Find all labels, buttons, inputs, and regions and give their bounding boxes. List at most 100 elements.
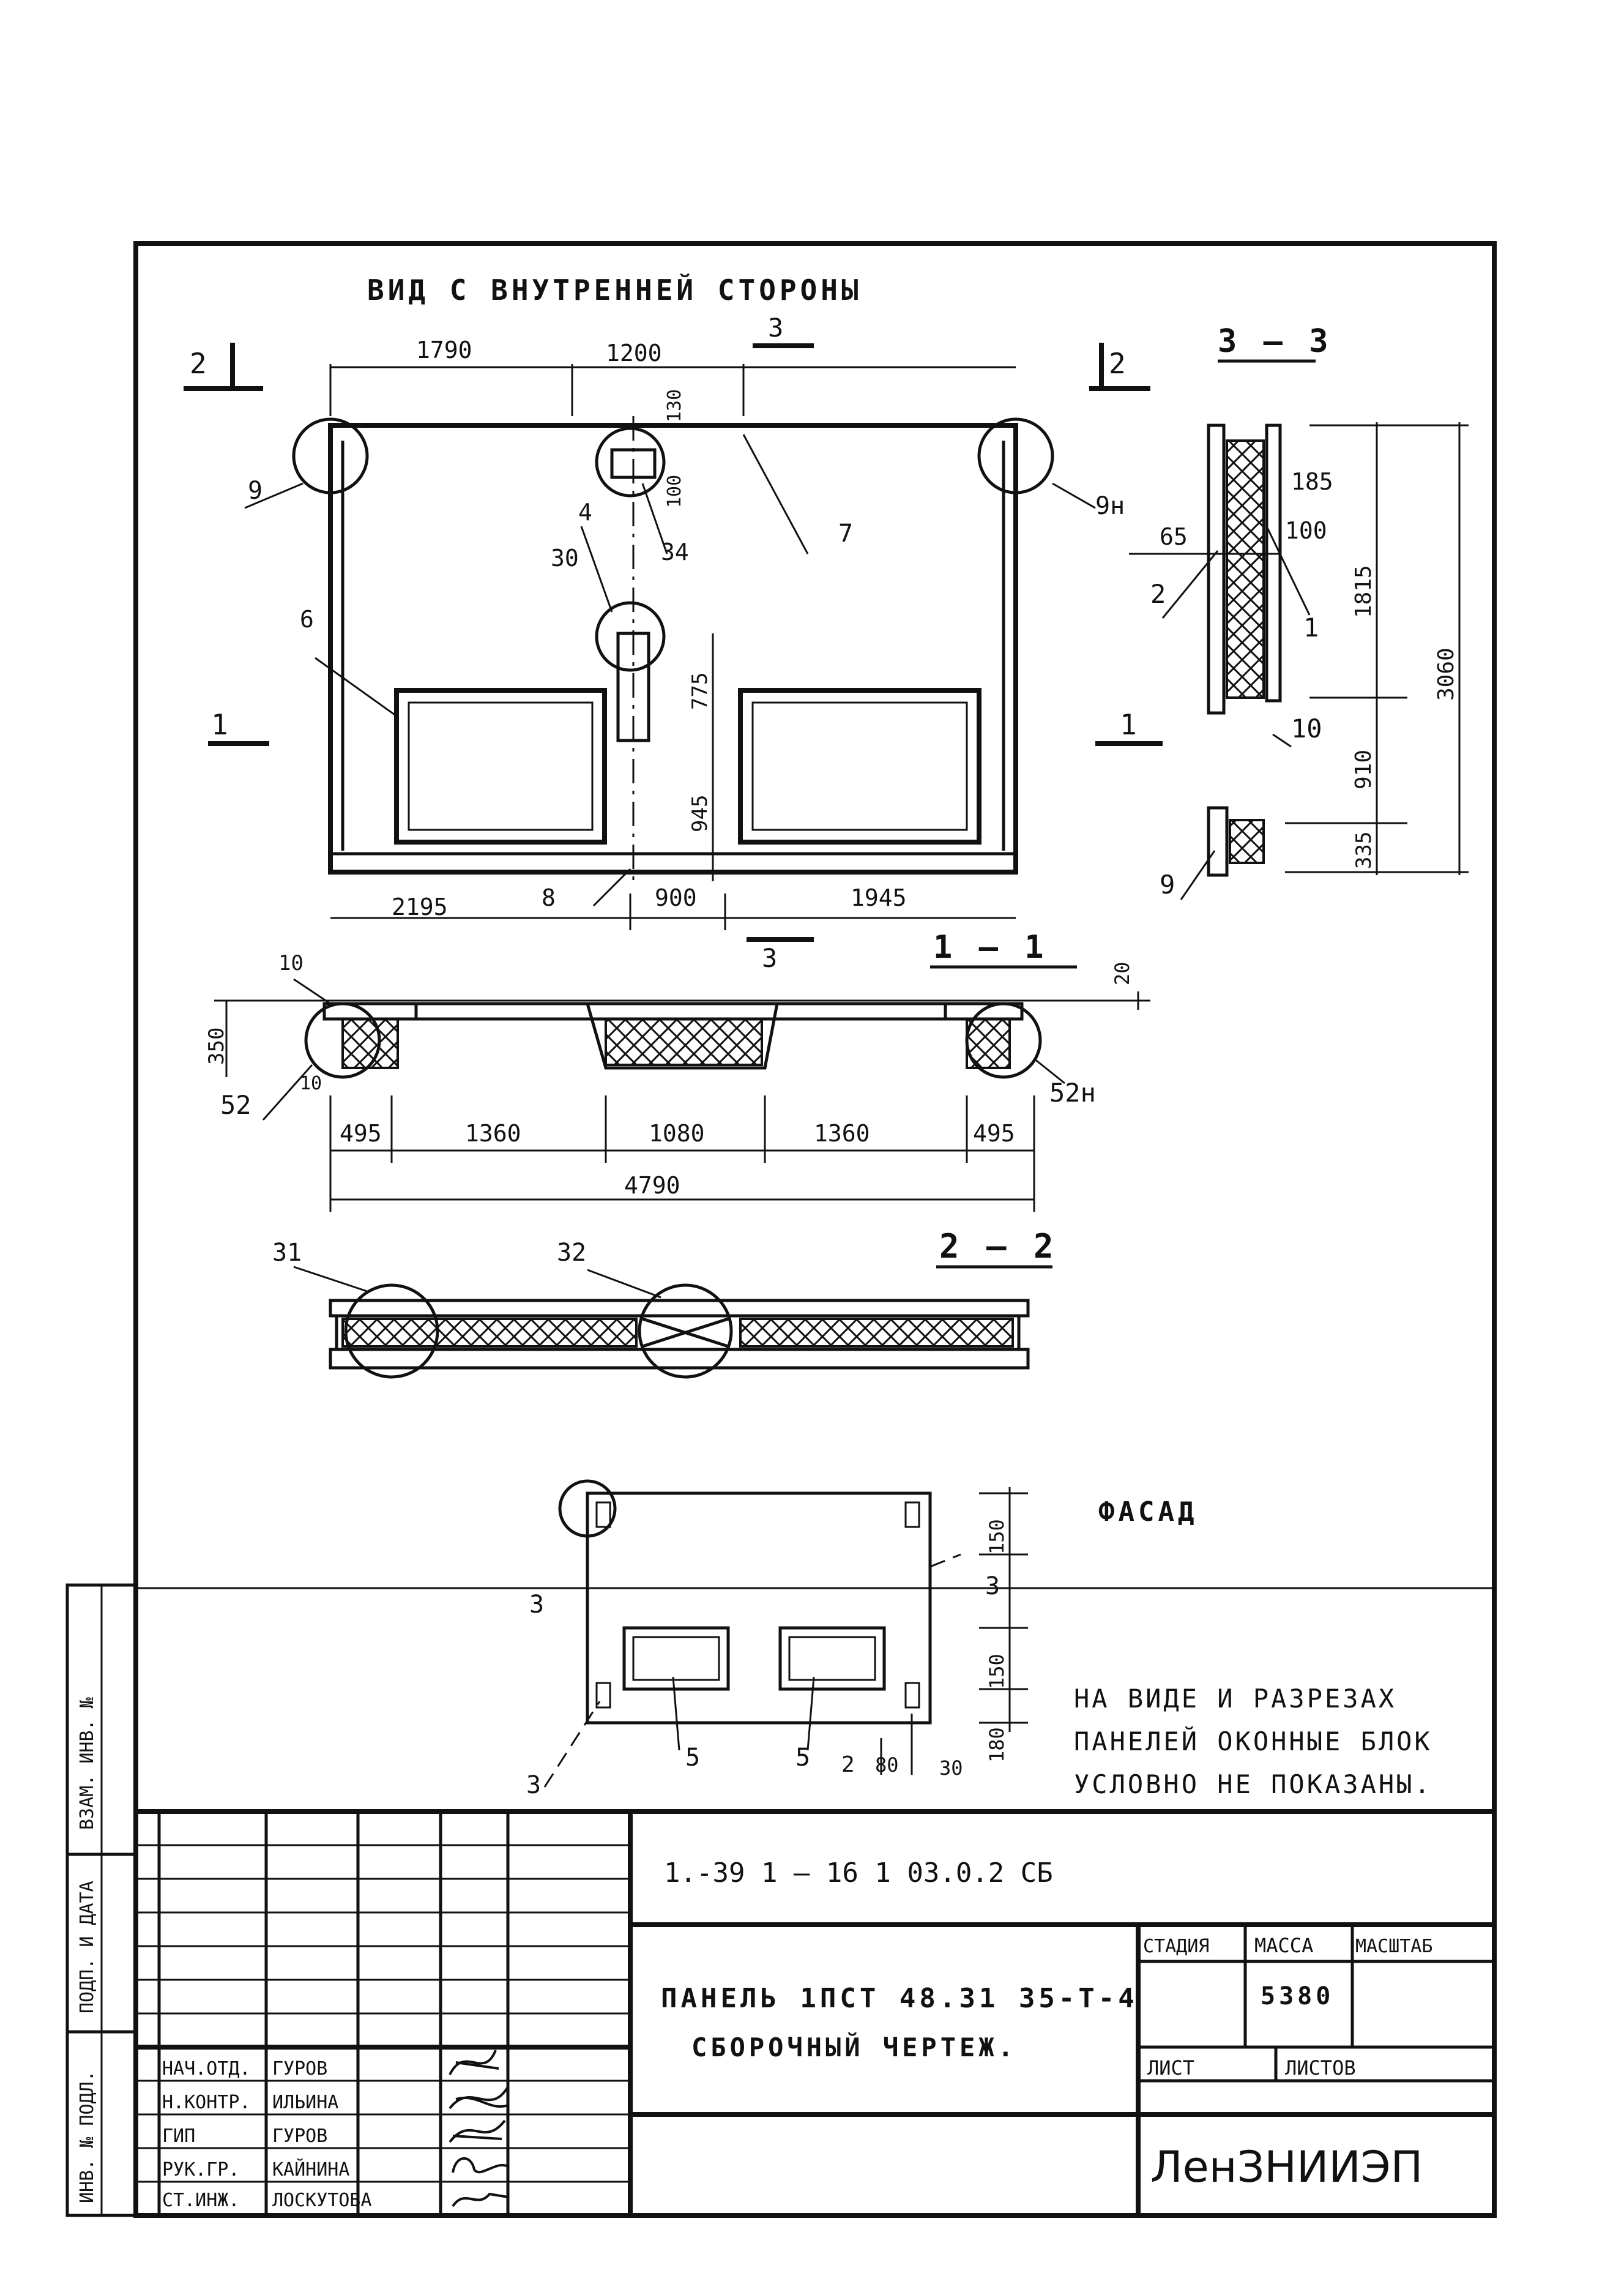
dim-4790: 4790: [624, 1172, 680, 1199]
callout-1-s33: 1: [1303, 613, 1319, 643]
callout-5-right: 5: [795, 1744, 810, 1772]
dim-80: 80: [875, 1753, 899, 1777]
staff-role-5: СТ.ИНЖ.: [162, 2190, 239, 2211]
section-2-2-title: 2 — 2: [939, 1227, 1057, 1266]
section-1-1: 1 — 1 350 20 10 10 495 1360 1080 1360: [204, 929, 1150, 1212]
callout-2-facade: 2: [841, 1752, 855, 1777]
inner-view-title: ВИД С ВНУТРЕННЕЙ СТОРОНЫ: [367, 274, 862, 307]
section-mark-2-left: 2: [190, 347, 207, 380]
window-left: [394, 688, 607, 845]
col-stage: СТАДИЯ: [1143, 1936, 1209, 1957]
dim-30: 30: [939, 1756, 963, 1780]
note-line2: ПАНЕЛЕЙ ОКОННЫЕ БЛОК: [1074, 1726, 1432, 1756]
callout-52n: 52н: [1049, 1078, 1096, 1108]
staff-name-4: КАЙНИНА: [272, 2158, 349, 2181]
callout-8: 8: [542, 884, 556, 911]
staff-role-4: РУК.ГР.: [162, 2159, 239, 2181]
organization: ЛенЗНИИЭП: [1150, 2142, 1423, 2192]
staff-role-2: Н.КОНТР.: [162, 2092, 251, 2113]
stamp-podp-data: ПОДП. И ДАТА: [76, 1881, 98, 2013]
section-2-2-insulation-right: [739, 1318, 1014, 1348]
facade-title: ФАСАД: [1098, 1496, 1198, 1528]
callout-9-s33: 9: [1160, 870, 1175, 900]
dim-185: 185: [1291, 468, 1333, 495]
signature-2: [449, 2086, 509, 2110]
dim-1360-right: 1360: [814, 1120, 870, 1147]
callout-7: 7: [838, 520, 853, 548]
dim-1815: 1815: [1351, 565, 1376, 618]
staff-name-3: ГУРОВ: [272, 2125, 327, 2147]
doc-code: 1.-39 1 — 16 1 03.0.2 СБ: [664, 1857, 1053, 1889]
dim-3060: 3060: [1434, 647, 1459, 701]
sheet-label: ЛИСТ: [1147, 2056, 1194, 2080]
section-1-1-title: 1 — 1: [933, 929, 1048, 966]
dim-1360-left: 1360: [465, 1120, 521, 1147]
signature-4: [452, 2157, 508, 2174]
dim-495-left: 495: [340, 1120, 382, 1147]
signature-1: [449, 2050, 499, 2075]
callout-9: 9: [248, 477, 263, 505]
dim-65: 65: [1160, 523, 1188, 550]
callout-4: 4: [578, 499, 592, 526]
section-mark-2-right: 2: [1109, 347, 1126, 380]
facade-window-left: [622, 1626, 730, 1691]
signature-3: [449, 2119, 506, 2143]
sheets-label: ЛИСТОВ: [1285, 2056, 1356, 2080]
callout-31: 31: [272, 1239, 302, 1267]
title-block: 1.-39 1 — 16 1 03.0.2 СБ ПАНЕЛЬ 1ПСТ 48.…: [133, 1809, 1497, 2218]
dim-100-s33: 100: [1285, 517, 1327, 544]
section-3-3-title: 3 — 3: [1218, 323, 1332, 360]
dim-1790: 1790: [416, 337, 472, 364]
callout-10-s33: 10: [1291, 714, 1322, 744]
dim-150-top: 150: [985, 1519, 1008, 1554]
section-2-2: 2 — 2 31 32: [272, 1227, 1057, 1379]
dim-1200: 1200: [606, 340, 662, 367]
section-1-1-left-joint: [341, 1018, 399, 1069]
facade-window-right: [778, 1626, 886, 1691]
staff-role-1: НАЧ.ОТД.: [162, 2058, 251, 2080]
section-mark-3-top: 3: [768, 313, 783, 343]
dim-130: 130: [664, 389, 685, 422]
callout-32: 32: [557, 1239, 586, 1267]
facade-outline: [586, 1491, 932, 1725]
note-line3: УСЛОВНО НЕ ПОКАЗАНЫ.: [1074, 1769, 1432, 1799]
staff-role-3: ГИП: [162, 2125, 195, 2147]
callout-9n: 9н: [1095, 492, 1125, 520]
staff-name-1: ГУРОВ: [272, 2058, 327, 2080]
callout-3-facade-bottom: 3: [526, 1771, 541, 1799]
dim-2195: 2195: [392, 894, 448, 920]
callout-3-facade-left: 3: [529, 1591, 544, 1619]
dim-335: 335: [1352, 832, 1376, 869]
facade-view: ФАСАД 150 150 180 30 80 3 3 3 5 5 2: [526, 1479, 1198, 1799]
dim-1945: 1945: [851, 884, 907, 911]
callout-3-facade-right: 3: [985, 1572, 1000, 1600]
callout-52: 52: [220, 1090, 251, 1120]
dim-10-bottom: 10: [300, 1073, 322, 1094]
dim-10-top: 10: [278, 951, 304, 976]
dim-100: 100: [664, 475, 685, 508]
dim-900: 900: [655, 884, 697, 911]
dim-350: 350: [204, 1028, 229, 1065]
stamp-vzam-inv: ВЗАМ. ИНВ. №: [76, 1697, 98, 1830]
dim-775: 775: [688, 673, 712, 710]
col-mass: МАССА: [1254, 1934, 1313, 1957]
section-mark-3-bottom: 3: [762, 943, 777, 973]
callout-30: 30: [551, 545, 579, 572]
side-stamp: ИНВ. № ПОДЛ. ПОДП. И ДАТА ВЗАМ. ИНВ. №: [65, 1583, 138, 2217]
col-scale: МАСШТАБ: [1355, 1936, 1432, 1957]
section-2-2-insulation-left: [341, 1318, 638, 1348]
section-mark-1-right: 1: [1120, 708, 1137, 741]
note-line1: НА ВИДЕ И РАЗРЕЗАХ: [1074, 1684, 1396, 1714]
section-1-1-mid-insulation: [605, 1018, 763, 1066]
staff-name-2: ИЛЬИНА: [272, 2092, 338, 2113]
dim-1080: 1080: [649, 1120, 705, 1147]
callout-6: 6: [300, 606, 314, 633]
callout-5-left: 5: [685, 1744, 700, 1772]
mass-value: 5380: [1261, 1982, 1334, 2010]
dim-495-right: 495: [973, 1120, 1015, 1147]
drawing-name-line1: ПАНЕЛЬ 1ПСТ 48.31 35-Т-4: [661, 1983, 1138, 2014]
dim-180: 180: [985, 1727, 1008, 1763]
dim-910: 910: [1351, 750, 1376, 789]
section-3-3-insulation: [1226, 439, 1265, 699]
